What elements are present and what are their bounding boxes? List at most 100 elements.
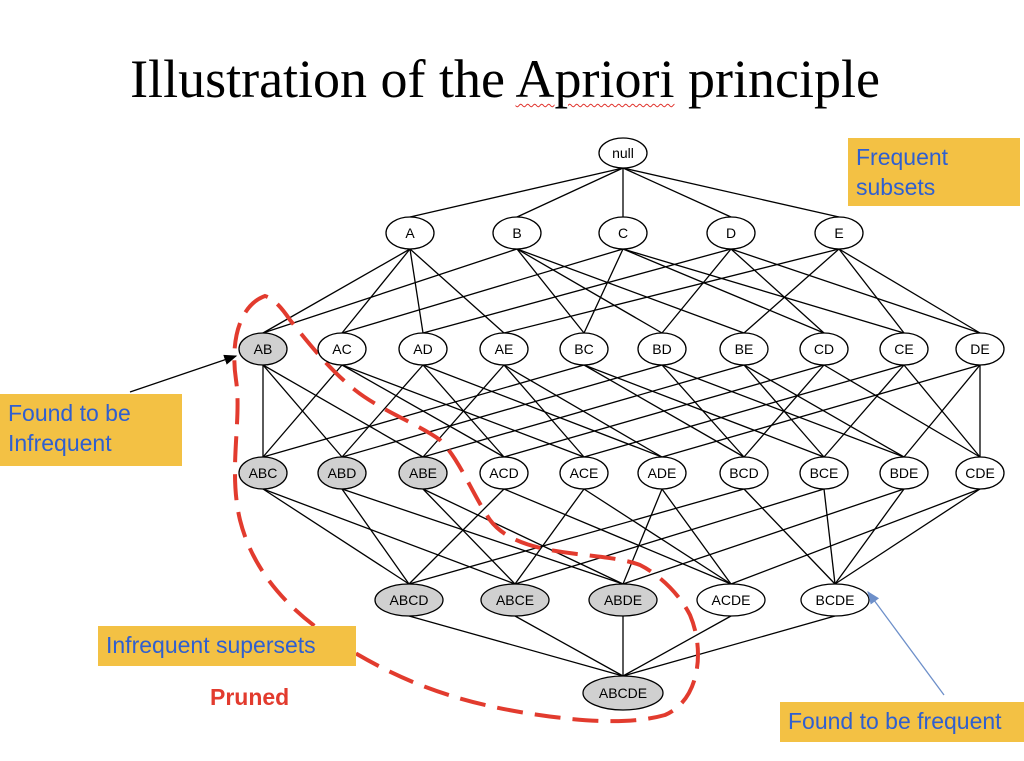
edge-BCD-ABCD	[408, 488, 745, 585]
edge-B-BD	[516, 248, 663, 334]
node-bcde: BCDE	[800, 583, 870, 617]
lattice-edges	[262, 167, 981, 677]
node-de: DE	[955, 332, 1005, 366]
edge-AE-ACE	[503, 364, 585, 458]
edge-BE-BDE	[743, 364, 905, 458]
edge-C-CD	[622, 248, 825, 334]
node-ellipse	[492, 216, 542, 250]
edge-A-AD	[409, 248, 424, 334]
edge-CD-CDE	[823, 364, 981, 458]
edge-ABCD-ABCDE	[408, 615, 624, 677]
node-label: ABDE	[604, 592, 642, 608]
node-ellipse	[637, 456, 687, 490]
edge-ABC-ABCE	[262, 488, 516, 585]
node-abd: ABD	[317, 456, 367, 490]
node-abde: ABDE	[588, 583, 658, 617]
node-ellipse	[955, 456, 1005, 490]
node-label: ADE	[648, 465, 677, 481]
node-cd: CD	[799, 332, 849, 366]
pruned-label: Pruned	[210, 684, 290, 710]
node-ellipse	[317, 332, 367, 366]
edge-E-BE	[743, 248, 840, 334]
edge-ACD-ABCD	[408, 488, 505, 585]
edge-BD-BCD	[661, 364, 745, 458]
edge-ABE-ABDE	[422, 488, 624, 585]
node-ellipse	[385, 216, 435, 250]
node-d: D	[706, 216, 756, 250]
node-ellipse	[637, 332, 687, 366]
node-label: AE	[495, 341, 514, 357]
node-label: ABCDE	[599, 685, 647, 701]
node-label: BDE	[890, 465, 919, 481]
edge-BCE-ABCE	[514, 488, 825, 585]
node-label: CDE	[965, 465, 995, 481]
node-ellipse	[588, 583, 658, 617]
found-infrequent-callout: Found to be Infrequent	[0, 394, 182, 466]
node-bcd: BCD	[719, 456, 769, 490]
edge-null-A	[409, 167, 624, 218]
node-label: null	[612, 145, 634, 161]
title-part-3: principle	[674, 49, 880, 109]
node-label: ACE	[570, 465, 599, 481]
edge-DE-BDE	[903, 364, 981, 458]
node-ad: AD	[398, 332, 448, 366]
edge-C-BC	[583, 248, 624, 334]
node-label: BD	[652, 341, 671, 357]
node-label: CD	[814, 341, 834, 357]
edge-C-CE	[622, 248, 905, 334]
node-label: BC	[574, 341, 593, 357]
edge-B-BE	[516, 248, 745, 334]
node-ellipse	[955, 332, 1005, 366]
edge-BD-BDE	[661, 364, 905, 458]
node-ab: AB	[238, 332, 288, 366]
node-ellipse	[559, 456, 609, 490]
node-ellipse	[598, 216, 648, 250]
node-label: ABCD	[390, 592, 429, 608]
node-ellipse	[582, 675, 664, 711]
node-c: C	[598, 216, 648, 250]
node-label: ACD	[489, 465, 519, 481]
edge-A-AC	[341, 248, 411, 334]
node-ae: AE	[479, 332, 529, 366]
title-part-1: Illustration of the	[130, 49, 516, 109]
infrequent-supersets-callout: Infrequent supersets	[98, 626, 356, 666]
node-label: B	[512, 225, 521, 241]
edge-null-E	[622, 167, 840, 218]
edge-AE-ABE	[422, 364, 505, 458]
node-ellipse	[799, 332, 849, 366]
node-label: BCDE	[816, 592, 855, 608]
pruned-region-boundary	[232, 293, 700, 724]
node-acd: ACD	[479, 456, 529, 490]
edge-ABD-ABCD	[341, 488, 410, 585]
node-ellipse	[398, 456, 448, 490]
edge-BD-ABD	[341, 364, 663, 458]
node-label: BCE	[810, 465, 839, 481]
edge-BCE-BCDE	[823, 488, 836, 585]
edge-C-AC	[341, 248, 624, 334]
edge-B-BC	[516, 248, 585, 334]
node-label: E	[834, 225, 843, 241]
node-ellipse	[374, 583, 444, 617]
edge-CD-ACD	[503, 364, 825, 458]
node-label: ABCE	[496, 592, 534, 608]
edge-ABD-ABDE	[341, 488, 624, 585]
edge-CE-ACE	[583, 364, 905, 458]
edge-BC-BCE	[583, 364, 825, 458]
node-abc: ABC	[238, 456, 288, 490]
node-abcd: ABCD	[374, 583, 444, 617]
edge-CD-BCD	[743, 364, 825, 458]
node-ellipse	[719, 332, 769, 366]
edge-ABCE-ABCDE	[514, 615, 624, 677]
node-ellipse	[398, 332, 448, 366]
node-label: BE	[735, 341, 754, 357]
node-label: ABE	[409, 465, 437, 481]
node-label: AB	[254, 341, 273, 357]
edge-DE-ADE	[661, 364, 981, 458]
node-label: CE	[894, 341, 913, 357]
node-label: AC	[332, 341, 351, 357]
node-ace: ACE	[559, 456, 609, 490]
node-ellipse	[238, 332, 288, 366]
slide-title: Illustration of the Apriori principle	[0, 48, 1010, 110]
